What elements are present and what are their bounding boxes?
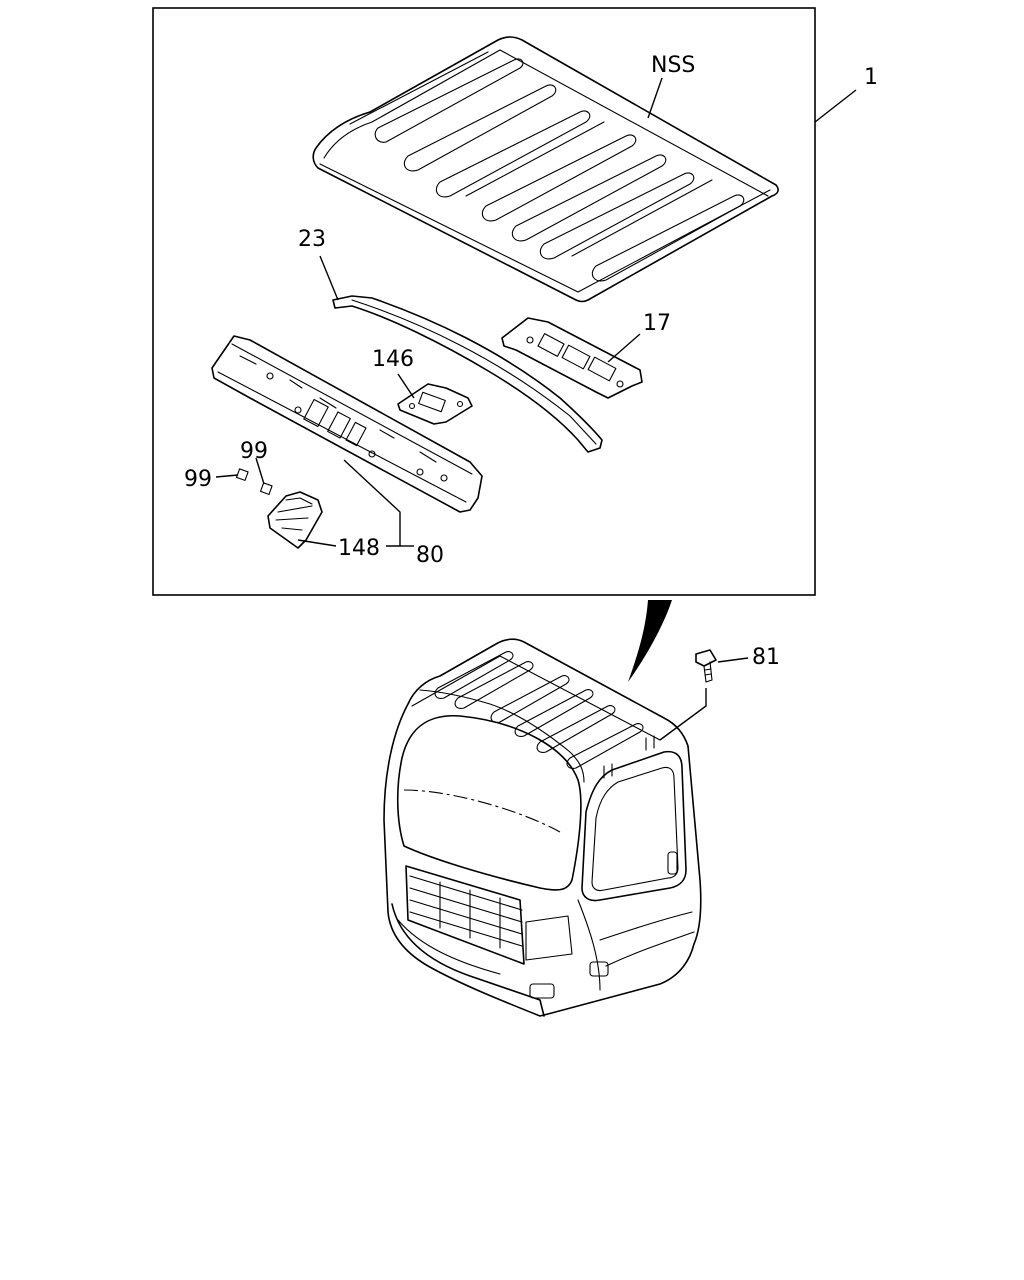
- leader-81: [717, 657, 749, 663]
- nut-99-right: [259, 482, 273, 495]
- nut-99-left: [235, 468, 249, 481]
- reinforcement-bracket: [501, 317, 643, 399]
- roof-panel: [312, 36, 779, 303]
- front-header-panel: [211, 335, 483, 513]
- callout-148: 148: [338, 536, 380, 561]
- small-bracket-146: [397, 383, 473, 425]
- callout-99-right: 99: [240, 439, 268, 464]
- callout-1: 1: [864, 65, 878, 90]
- bolt-81: [695, 649, 717, 683]
- detail-pointer-wedge: [628, 600, 672, 682]
- leader-nss: [647, 77, 663, 119]
- callout-81: 81: [752, 645, 780, 670]
- callout-146: 146: [372, 347, 414, 372]
- leader-99-left: [215, 474, 239, 478]
- roof-bow: [332, 295, 603, 453]
- callout-80: 80: [416, 543, 444, 568]
- leader-1: [814, 89, 857, 123]
- leader-23: [319, 255, 339, 301]
- bracket-148: [267, 491, 323, 549]
- leader-17: [607, 333, 641, 363]
- leader-148: [297, 539, 337, 547]
- callout-17: 17: [643, 311, 671, 336]
- leader-80: [343, 459, 401, 547]
- truck-cab: [383, 638, 702, 1017]
- callout-23: 23: [298, 227, 326, 252]
- leader-146: [397, 373, 415, 399]
- callout-99-left: 99: [184, 467, 212, 492]
- detail-frame: [152, 7, 816, 596]
- leader-81-drop: [659, 688, 707, 741]
- leader-99-right: [255, 457, 265, 485]
- callout-nss: NSS: [651, 53, 695, 78]
